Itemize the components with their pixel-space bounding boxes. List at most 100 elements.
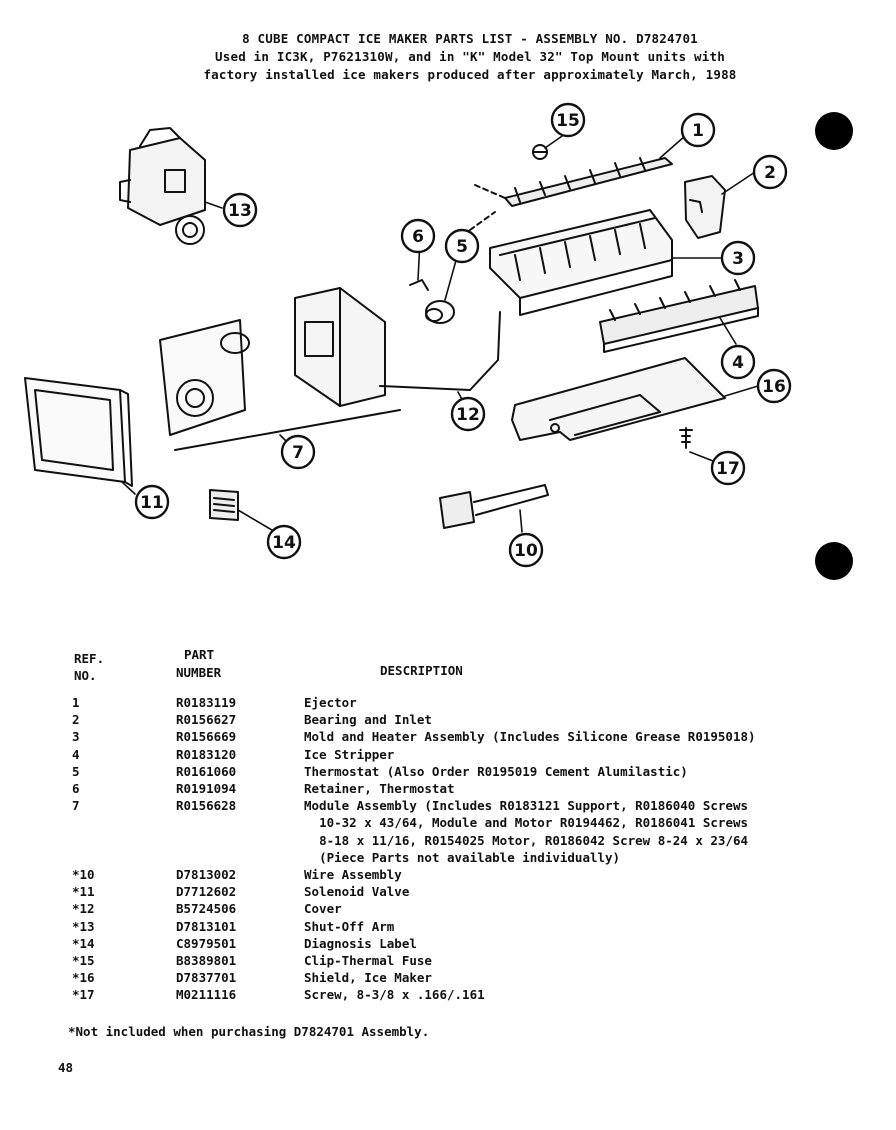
part-number-cell: D7837701 xyxy=(176,970,237,986)
table-row: *10 D7813002 Wire Assembly xyxy=(72,866,852,883)
callout-circles xyxy=(134,102,792,568)
mold-heater-drawing xyxy=(489,209,673,316)
ref-cell: *13 xyxy=(72,918,95,934)
header-date-line: factory installed ice makers produced af… xyxy=(203,67,737,82)
callout-circle-17 xyxy=(710,450,746,486)
header-usage-line: Used in IC3K, P7621310W, and in "K" Mode… xyxy=(215,49,725,64)
ref-cell: 7 xyxy=(72,798,80,814)
col-ref-line2: NO. xyxy=(74,668,97,683)
ref-cell: *11 xyxy=(72,884,95,900)
ref-cell: 3 xyxy=(72,729,80,745)
page-number: 48 xyxy=(58,1060,74,1075)
callout-circle-6 xyxy=(400,218,436,254)
ref-cell: *12 xyxy=(72,901,95,917)
description-cell: Ejector xyxy=(304,695,357,710)
part-number-cell: D7712602 xyxy=(176,884,237,900)
description-cell: Shut-Off Arm xyxy=(304,918,395,934)
footnote: *Not included when purchasing D7824701 A… xyxy=(68,1024,430,1039)
callout-circle-3 xyxy=(720,240,756,276)
callout-number: 16 xyxy=(762,377,786,397)
ref-cell: 6 xyxy=(72,781,80,797)
callout-circle-1 xyxy=(680,112,716,148)
wire-assembly-drawing xyxy=(439,484,549,529)
ref-cell: *10 xyxy=(72,867,95,883)
callout-circle-16 xyxy=(756,368,792,404)
description-cell: Screw, 8-3/8 x .166/.161 xyxy=(304,987,485,1003)
callout-circle-14 xyxy=(266,524,302,560)
header-title: 8 CUBE COMPACT ICE MAKER PARTS LIST - AS… xyxy=(242,31,698,46)
description-cell: Solenoid Valve xyxy=(304,884,410,900)
col-part-line2: NUMBER xyxy=(176,665,222,680)
ejector-drawing xyxy=(469,157,673,231)
callout-circle-5 xyxy=(444,228,480,264)
ref-cell: *15 xyxy=(72,953,95,969)
table-row: 6 R0191094 Retainer, Thermostat xyxy=(72,780,852,797)
ref-cell: 5 xyxy=(72,763,80,779)
ref-cell: *14 xyxy=(72,935,95,951)
callout-number: 3 xyxy=(732,249,744,269)
description-cell: Clip-Thermal Fuse xyxy=(304,953,432,969)
part-number-cell: R0156669 xyxy=(176,729,237,745)
part-number-cell: R0191094 xyxy=(176,781,237,797)
description-cell: Ice Stripper xyxy=(304,746,395,762)
callout-numbers: 13 15 1 2 3 4 5 6 7 12 16 17 10 14 11 xyxy=(140,111,786,561)
part-number-cell: R0161060 xyxy=(176,763,237,779)
callout-circle-4 xyxy=(720,344,756,380)
col-part-line1: PART xyxy=(184,647,215,662)
table-row: *15 B8389801 Clip-Thermal Fuse xyxy=(72,952,852,969)
callout-number: 2 xyxy=(764,163,776,183)
ref-cell: 4 xyxy=(72,746,80,762)
exploded-parts-diagram: 13 15 1 2 3 4 5 6 7 12 16 17 10 14 11 xyxy=(24,102,792,568)
part-number-cell: R0156628 xyxy=(176,798,237,814)
module-assembly-drawing xyxy=(159,287,401,451)
page-header: 8 CUBE COMPACT ICE MAKER PARTS LIST - AS… xyxy=(110,30,830,84)
callout-circle-13 xyxy=(450,396,486,432)
thermal-fuse-clip-drawing xyxy=(532,144,548,160)
ice-maker-shield-drawing xyxy=(511,357,726,441)
table-row: 3 R0156669 Mold and Heater Assembly (Inclu… xyxy=(72,728,852,745)
callout-number: 1 xyxy=(692,121,704,141)
col-description: DESCRIPTION xyxy=(380,663,463,678)
description-cell: Bearing and Inlet xyxy=(304,712,432,728)
description-cell: Retainer, Thermostat xyxy=(304,781,455,797)
part-number-cell: B8389801 xyxy=(176,953,237,969)
description-cell: Diagnosis Label xyxy=(304,935,417,951)
part-number-cell: C8979501 xyxy=(176,935,237,951)
table-row: 4 R0183120 Ice Stripper xyxy=(72,746,852,763)
ref-cell: *17 xyxy=(72,987,95,1003)
table-row: *14 C8979501 Diagnosis Label xyxy=(72,935,852,952)
screw-drawing xyxy=(679,427,693,449)
shut-off-arm-drawing xyxy=(379,311,501,391)
table-row: *13 D7813101 Shut-Off Arm xyxy=(72,918,852,935)
diagnosis-label-drawing xyxy=(209,489,239,521)
callout-number: 17 xyxy=(716,459,740,479)
solenoid-valve-drawing xyxy=(119,127,206,245)
ref-cell: 2 xyxy=(72,712,80,728)
binder-hole-top xyxy=(815,112,853,150)
callout-number: 11 xyxy=(140,493,164,513)
callout-number: 12 xyxy=(456,405,480,425)
parts-table-header: REF. NO. PART NUMBER DESCRIPTION xyxy=(72,647,852,694)
description-cell: Wire Assembly xyxy=(304,867,402,883)
part-number-cell: R0183119 xyxy=(176,695,237,710)
part-number-cell: D7813101 xyxy=(176,918,237,934)
callout-circle-10 xyxy=(508,532,544,568)
callout-circle-2 xyxy=(752,154,788,190)
table-row: *11 D7712602 Solenoid Valve xyxy=(72,883,852,900)
thermostat-drawing xyxy=(409,279,455,324)
callout-number: 13 xyxy=(228,201,252,221)
part-number-cell: R0183120 xyxy=(176,746,237,762)
callout-circle-7 xyxy=(280,434,316,470)
callout-number: 4 xyxy=(732,353,744,373)
binder-hole-bottom xyxy=(815,542,853,580)
description-cell: Cover xyxy=(304,901,342,917)
description-cell: Mold and Heater Assembly (Includes Silic… xyxy=(304,729,756,745)
part-number-cell: D7813002 xyxy=(176,867,237,883)
